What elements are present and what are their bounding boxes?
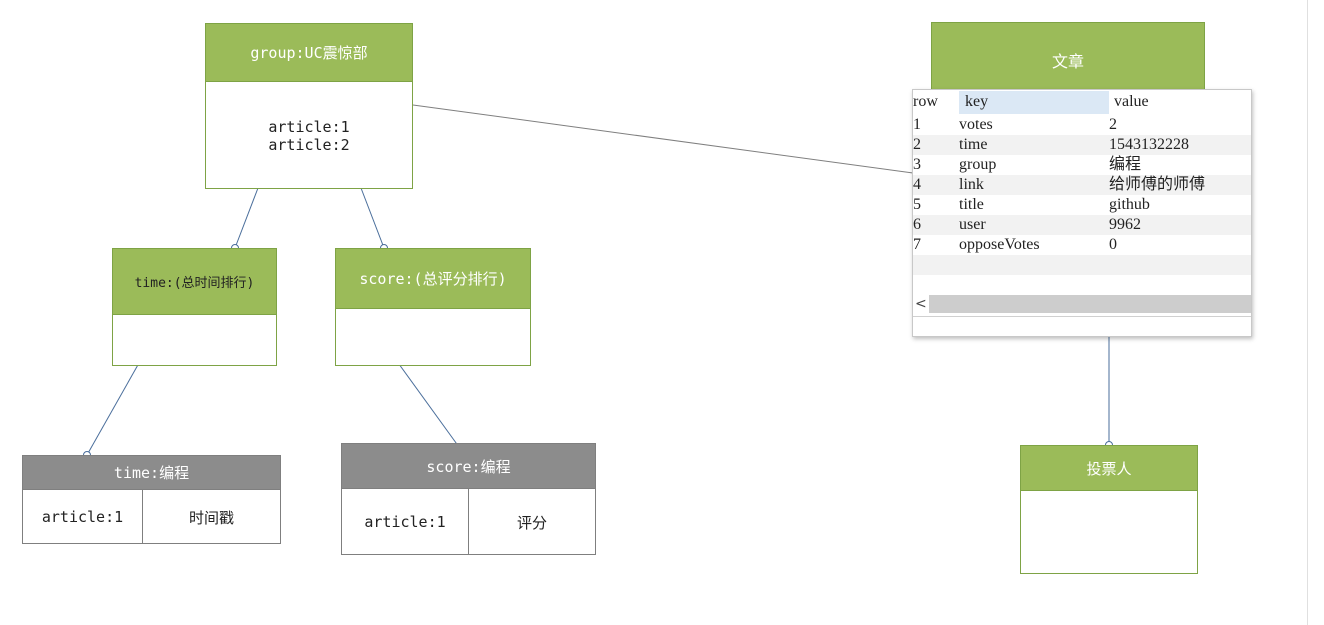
voter-box-body — [1021, 490, 1197, 574]
voter-box-header: 投票人 — [1021, 446, 1197, 490]
row-key: time — [959, 136, 988, 153]
row-number: 6 — [913, 216, 921, 233]
row-value: 9962 — [1109, 216, 1141, 233]
article-hash-table[interactable]: row key value 1 votes 2 2 time 154313222… — [912, 89, 1252, 337]
score-table-cell-member: article:1 — [342, 489, 469, 555]
score-ranking-box[interactable]: score:(总评分排行) — [335, 248, 531, 366]
column-header-key[interactable]: key — [965, 93, 989, 110]
row-number: 4 — [913, 176, 921, 193]
time-table-header: time:编程 — [23, 456, 280, 489]
column-header-value[interactable]: value — [1114, 93, 1149, 110]
time-ranking-box[interactable]: time:(总时间排行) — [112, 248, 277, 366]
key-column-highlight — [959, 91, 1109, 114]
score-ranking-body — [336, 308, 530, 366]
voter-box-title: 投票人 — [1086, 459, 1132, 478]
row-number: 2 — [913, 136, 921, 153]
score-ranking-title: score:(总评分排行) — [359, 270, 507, 288]
connector-group-to-article — [412, 104, 914, 174]
table-row[interactable]: 7 opposeVotes 0 — [913, 235, 1251, 255]
row-number: 3 — [913, 156, 921, 173]
table-row[interactable]: 5 title github — [913, 195, 1251, 215]
group-item: article:1 — [268, 117, 350, 136]
group-box[interactable]: group:UC震惊部 article:1 article:2 — [205, 23, 413, 189]
table-row[interactable]: 6 user 9962 — [913, 215, 1251, 235]
group-box-title: group:UC震惊部 — [250, 44, 368, 62]
time-ranking-title: time:(总时间排行) — [134, 276, 255, 291]
row-key: votes — [959, 116, 993, 133]
row-key: user — [959, 216, 986, 233]
article-box-title: 文章 — [1051, 52, 1084, 71]
score-table-title: score:编程 — [426, 457, 511, 476]
table-row[interactable]: 1 votes 2 — [913, 115, 1251, 135]
page-edge-divider — [1307, 0, 1308, 625]
time-table[interactable]: time:编程 article:1 时间戳 — [22, 455, 281, 544]
divider — [913, 316, 1251, 317]
column-header-row[interactable]: row — [913, 93, 938, 110]
table-row[interactable]: 4 link 给师傅的师傅 — [913, 175, 1251, 195]
table-row[interactable]: 3 group 编程 — [913, 155, 1251, 175]
scroll-left-icon[interactable]: < — [915, 296, 927, 312]
article-box-header[interactable]: 文章 — [931, 22, 1205, 92]
row-value: github — [1109, 196, 1150, 213]
time-table-cell-score: 时间戳 — [188, 508, 234, 527]
group-box-header: group:UC震惊部 — [206, 24, 412, 81]
horizontal-scrollbar[interactable]: < — [913, 295, 1251, 313]
score-table[interactable]: score:编程 article:1 评分 — [341, 443, 596, 555]
row-value: 0 — [1109, 236, 1117, 253]
group-box-body: article:1 article:2 — [206, 81, 412, 189]
row-value: 给师傅的师傅 — [1109, 176, 1206, 193]
row-number: 7 — [913, 236, 921, 253]
time-table-cell-member: article:1 — [23, 490, 143, 544]
score-table-cell-score: 评分 — [516, 513, 547, 532]
row-value: 1543132228 — [1109, 136, 1189, 153]
time-table-row: article:1 时间戳 — [23, 489, 280, 544]
row-number: 5 — [913, 196, 921, 213]
connector-group-to-time — [234, 187, 259, 249]
row-key: link — [959, 176, 984, 193]
group-item: article:2 — [268, 135, 350, 154]
score-ranking-header: score:(总评分排行) — [336, 249, 530, 308]
table-row[interactable]: 2 time 1543132228 — [913, 135, 1251, 155]
row-value: 2 — [1109, 116, 1117, 133]
time-ranking-header: time:(总时间排行) — [113, 249, 276, 314]
time-table-title: time:编程 — [113, 464, 190, 482]
voter-box[interactable]: 投票人 — [1020, 445, 1198, 574]
connector-group-to-score — [360, 187, 385, 249]
row-key: title — [959, 196, 984, 213]
row-key: opposeVotes — [959, 236, 1040, 253]
row-number: 1 — [913, 116, 921, 133]
time-ranking-body — [113, 314, 276, 366]
score-table-header: score:编程 — [342, 444, 595, 488]
article-hash-header-row: row key value — [913, 92, 1251, 112]
score-table-row: article:1 评分 — [342, 488, 595, 555]
table-row-empty — [913, 255, 1251, 275]
row-key: group — [959, 156, 997, 173]
row-value: 编程 — [1109, 156, 1142, 173]
scrollbar-thumb[interactable] — [929, 295, 1251, 313]
